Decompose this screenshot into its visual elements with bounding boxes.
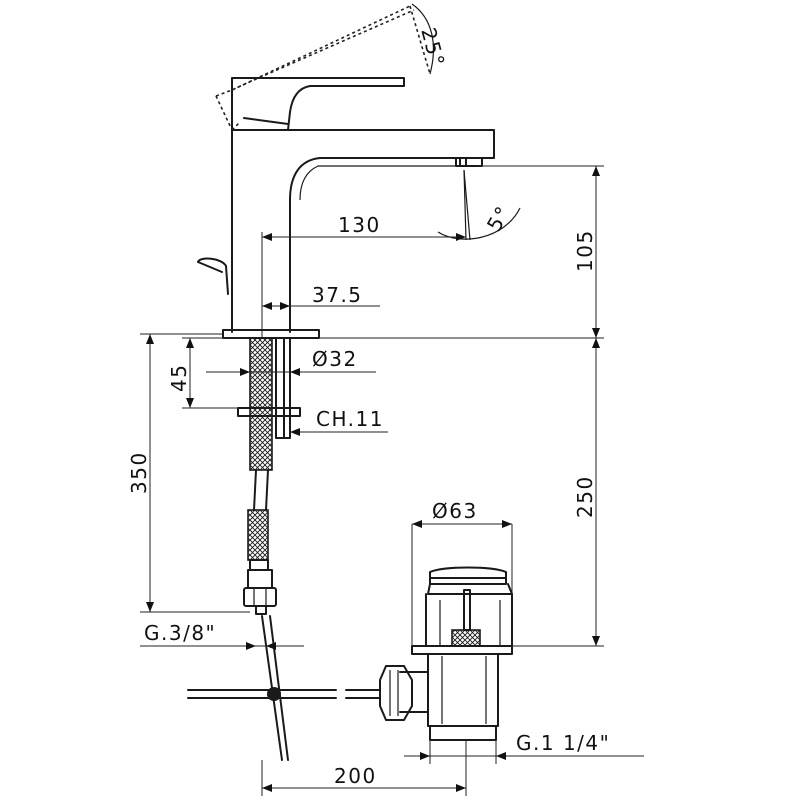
dim-waste-connection: G.1 1/4" [404, 731, 644, 764]
nut-spanner-label: CH.11 [316, 407, 384, 431]
spout-angle-line-vertical [463, 169, 467, 241]
thread-length-label: 45 [167, 364, 191, 392]
base-offset-label: 37.5 [312, 283, 363, 307]
dim-thread-length: 45 [167, 337, 250, 409]
handle-angle-label: 25° [416, 25, 450, 70]
waste-height-label: 250 [573, 475, 597, 518]
dim-base-offset: 37.5 [262, 283, 380, 310]
dim-spout-reach: 130 [261, 213, 466, 338]
spout-angle-line-tilted [463, 169, 471, 241]
dim-nut-spanner: CH.11 [290, 407, 388, 436]
waste-connection-label: G.1 1/4" [516, 731, 610, 755]
hose-connection-label: G.3/8" [144, 621, 216, 645]
base-diameter-label: Ø32 [312, 347, 358, 371]
spout-height-label: 105 [573, 229, 597, 272]
dim-waste-height: 250 [512, 338, 604, 647]
spout-angle-label: 5° [482, 201, 516, 235]
dim-spout-height: 105 [320, 165, 604, 339]
dim-hose-connection: G.3/8" [140, 621, 304, 650]
drain-control-rod [187, 615, 381, 761]
angle-arc-25 [411, 3, 435, 75]
spout-reach-label: 130 [338, 213, 381, 237]
rod-length-label: 200 [334, 764, 377, 788]
dim-hose-length: 350 [127, 333, 250, 613]
waste-diameter-label: Ø63 [432, 499, 478, 523]
threaded-shank [237, 337, 301, 615]
pop-up-waste [379, 566, 513, 741]
dim-waste-diameter: Ø63 [411, 499, 513, 646]
dim-rod-length: 200 [261, 740, 467, 796]
hose-length-label: 350 [127, 451, 151, 494]
dim-base-diameter: Ø32 [206, 347, 376, 376]
handle-raised-outline [215, 5, 431, 131]
angle-arc-5 [437, 207, 521, 240]
